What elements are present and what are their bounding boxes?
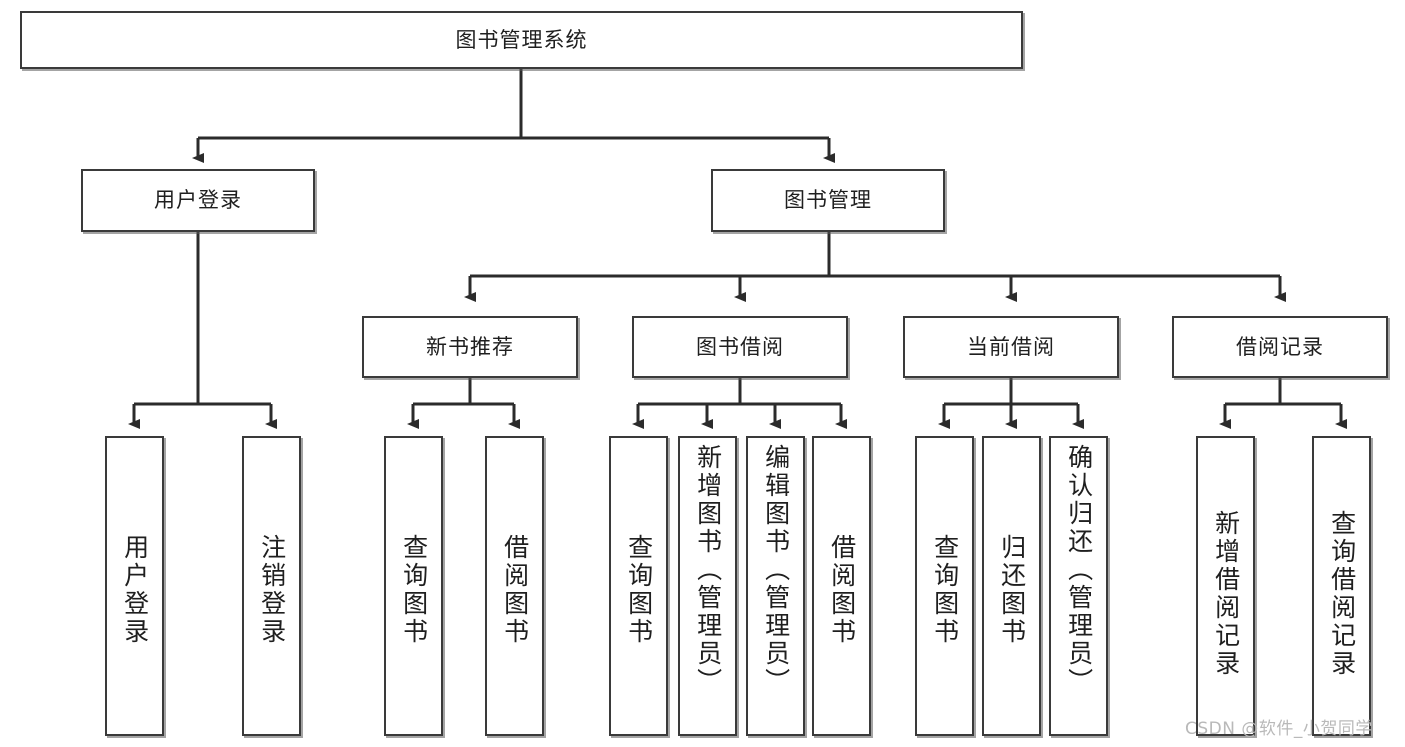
leaf-user-login-login[interactable]: 用户登录 <box>105 436 164 736</box>
leaf-borrow-query-book[interactable]: 查询图书 <box>609 436 668 736</box>
node-label: 借阅记录 <box>1236 334 1324 359</box>
node-current-borrow[interactable]: 当前借阅 <box>903 316 1119 378</box>
leaf-recommend-query-book[interactable]: 查询图书 <box>384 436 443 736</box>
leaf-borrow-add-book-admin[interactable]: 新增图书（管理员） <box>678 436 737 736</box>
node-label: 图书管理系统 <box>455 27 588 52</box>
node-label: 借阅图书 <box>500 534 530 646</box>
leaf-record-add-record[interactable]: 新增借阅记录 <box>1196 436 1255 736</box>
node-borrow-record[interactable]: 借阅记录 <box>1172 316 1388 378</box>
node-label: 图书借阅 <box>696 334 784 359</box>
node-label: 归还图书 <box>997 534 1027 646</box>
leaf-current-confirm-return-admin[interactable]: 确认归还（管理员） <box>1049 436 1108 736</box>
node-book-borrow[interactable]: 图书借阅 <box>632 316 848 378</box>
node-label: 查询图书 <box>624 534 654 646</box>
leaf-current-return-book[interactable]: 归还图书 <box>982 436 1041 736</box>
node-root-system[interactable]: 图书管理系统 <box>20 11 1023 69</box>
node-label: 新书推荐 <box>426 334 514 359</box>
node-label: 查询图书 <box>930 534 960 646</box>
leaf-borrow-edit-book-admin[interactable]: 编辑图书（管理员） <box>746 436 805 736</box>
node-label: 图书管理 <box>784 188 872 213</box>
node-label: 确认归还（管理员） <box>1064 444 1094 696</box>
leaf-recommend-borrow-book[interactable]: 借阅图书 <box>485 436 544 736</box>
node-label: 新增借阅记录 <box>1211 510 1241 678</box>
node-label: 查询图书 <box>399 534 429 646</box>
leaf-borrow-borrow-book[interactable]: 借阅图书 <box>812 436 871 736</box>
node-label: 借阅图书 <box>827 534 857 646</box>
leaf-user-login-logout[interactable]: 注销登录 <box>242 436 301 736</box>
node-label: 用户登录 <box>154 188 242 213</box>
node-book-management[interactable]: 图书管理 <box>711 169 945 232</box>
node-new-book-recommend[interactable]: 新书推荐 <box>362 316 578 378</box>
node-label: 查询借阅记录 <box>1327 510 1357 678</box>
leaf-current-query-book[interactable]: 查询图书 <box>915 436 974 736</box>
node-user-login[interactable]: 用户登录 <box>81 169 315 232</box>
node-label: 当前借阅 <box>967 334 1055 359</box>
node-label: 用户登录 <box>120 534 150 646</box>
node-label: 注销登录 <box>257 534 287 646</box>
leaf-record-query-record[interactable]: 查询借阅记录 <box>1312 436 1371 736</box>
node-label: 新增图书（管理员） <box>693 444 723 696</box>
csdn-watermark: CSDN @软件_小贺同学 <box>1185 719 1373 739</box>
node-label: 编辑图书（管理员） <box>761 444 791 696</box>
